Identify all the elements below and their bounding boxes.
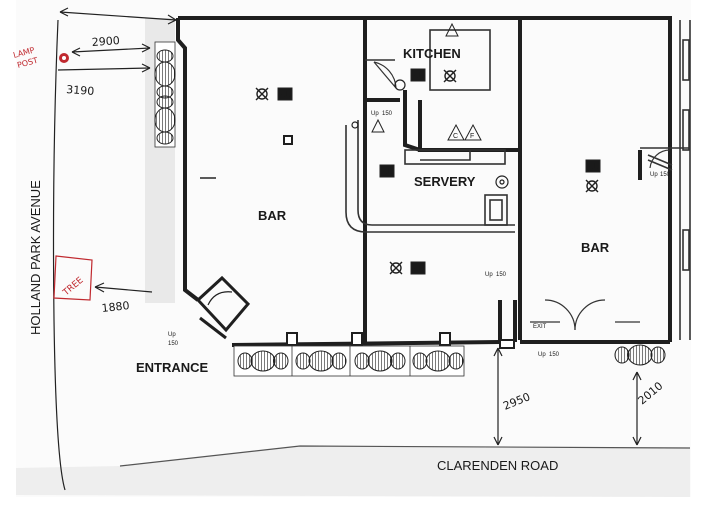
exit-light-5: EL [588,162,598,171]
dim-1880: 1880 [101,299,130,315]
street-band [16,446,690,497]
step-up-south: Up [538,352,546,358]
outdoor-tables-west [154,41,176,148]
exit-sign-label: EXIT [533,324,547,330]
kerb-line [119,445,691,467]
exit-light-symbols [277,68,601,275]
exit-light-2: EL [413,71,423,80]
dim-2900: 2900 [91,34,120,49]
building-walls [176,16,672,347]
step-up-bar: Up [485,272,493,278]
wall-pillars [283,135,515,349]
fixture-circles [351,79,509,189]
dim-3190: 3190 [66,83,95,98]
fire-extinguisher-icons [371,22,482,141]
bar-left-label: BAR [258,208,287,223]
kitchen-label: KITCHEN [403,46,461,61]
counters [200,20,691,340]
step-up-kitchen: Up [371,111,379,117]
step-150-kitchen: 150 [382,111,393,117]
holland-park-avenue-label: HOLLAND PARK AVENUE [28,180,43,335]
outdoor-tables-south [233,344,666,377]
step-150-entrance: 150 [168,341,179,347]
exit-light-4: EL [413,264,423,273]
step-up-entrance: Up [168,332,176,338]
emergency-light-icons [255,69,599,275]
fire-point-f: F [470,133,474,140]
entrance-label: ENTRANCE [136,360,209,375]
step-150-bar: 150 [496,272,507,278]
tree-marker [53,255,93,301]
dimension-lines [52,7,642,491]
exit-light-3: EL [382,167,392,176]
bar-right-label: BAR [581,240,610,255]
fire-point-c: C [453,133,458,140]
step-up-right: Up [650,172,658,178]
entrance-lobby [195,275,251,340]
paper-sheet [16,0,691,497]
step-150-south: 150 [549,352,560,358]
exit-light-1: EL [280,90,290,99]
lamp-post-marker [59,53,69,63]
clarenden-road-label: CLARENDEN ROAD [437,458,558,473]
servery-label: SERVERY [414,174,476,189]
doors [373,61,671,331]
step-150-right: 150 [660,172,671,178]
